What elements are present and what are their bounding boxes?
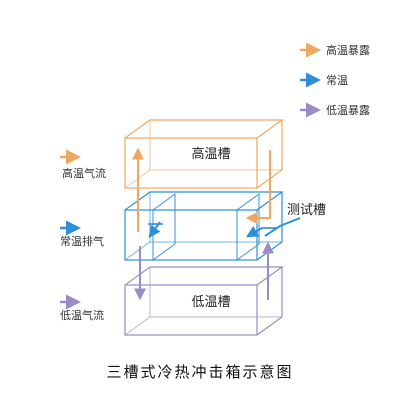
legend-left: 高温气流 常温排气 低温气流 xyxy=(60,149,106,322)
low-temp-chamber-label: 低温槽 xyxy=(191,295,230,310)
legend-label-high-temp-airflow: 高温气流 xyxy=(62,166,106,180)
test-chamber-leader-line xyxy=(264,217,301,237)
legend-item-low-temp-exposure: 低温暴露 xyxy=(300,102,370,118)
low-temp-airflow-arrows xyxy=(134,241,274,301)
legend-item-high-temp-airflow: 高温气流 xyxy=(60,149,106,180)
legend-right: 高温暴露 常温 低温暴露 xyxy=(300,42,370,118)
high-temp-airflow-arrows xyxy=(132,147,271,232)
legend-label-low-temp-airflow: 低温气流 xyxy=(60,308,104,322)
low-temp-chamber xyxy=(124,266,284,336)
test-chamber xyxy=(124,191,284,262)
legend-item-high-temp-exposure: 高温暴露 xyxy=(300,42,370,58)
legend-item-normal-temp: 常温 xyxy=(300,72,348,88)
legend-item-normal-temp-exhaust: 常温排气 xyxy=(60,220,104,248)
legend-label-high-temp-exposure: 高温暴露 xyxy=(326,43,370,57)
legend-label-low-temp-exposure: 低温暴露 xyxy=(326,104,370,117)
legend-label-normal-temp: 常温 xyxy=(326,74,348,87)
high-temp-chamber-label: 高温槽 xyxy=(191,146,230,162)
high-temp-chamber xyxy=(124,119,284,189)
diagram-caption: 三槽式冷热冲击箱示意图 xyxy=(106,363,293,381)
legend-item-low-temp-airflow: 低温气流 xyxy=(60,294,104,322)
test-chamber-label: 测试槽 xyxy=(287,203,326,218)
legend-label-normal-temp-exhaust: 常温排气 xyxy=(60,234,104,248)
